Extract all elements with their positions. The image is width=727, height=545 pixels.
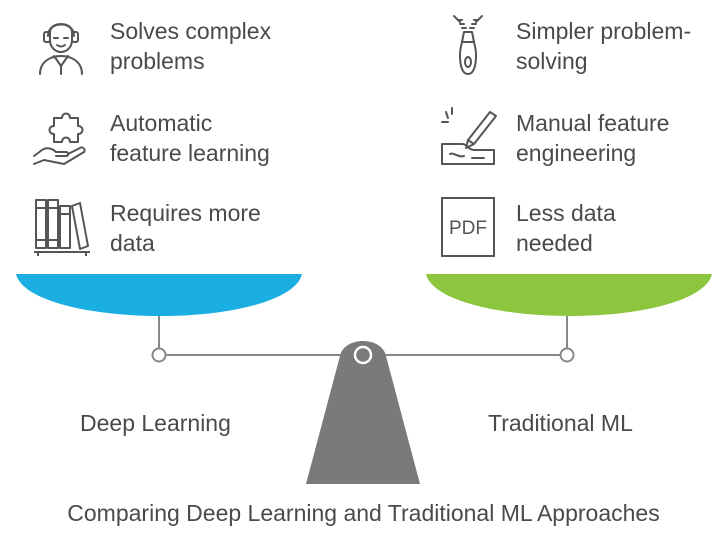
right-item-2-text: Manual feature engineering [516,108,669,168]
left-item-3-text: Requires more data [110,198,261,258]
fulcrum [306,341,420,484]
left-item-1-line1: Solves complex [110,18,272,44]
left-item-2-line2: feature learning [110,140,270,166]
diagram-caption: Comparing Deep Learning and Traditional … [67,500,660,526]
right-item-3-text: Less data needed [516,198,616,258]
right-item-1-line2: solving [516,48,588,74]
carving-tool-icon [441,107,497,165]
right-item-2-line2: engineering [516,140,637,166]
pdf-icon-label: PDF [449,218,487,239]
left-pan [16,274,302,316]
pdf-icon: PDF [441,197,495,257]
puzzle-hand-icon [33,112,86,165]
deep-learning-label: Deep Learning [80,410,231,436]
right-item-3-line1: Less data [516,200,616,226]
left-item-1-line2: problems [110,48,205,74]
right-pan [426,274,712,316]
right-item-2-line1: Manual feature [516,110,670,136]
right-item-3-line2: needed [516,230,593,256]
person-headset-icon [39,23,83,75]
left-item-1-text: Solves complex problems [110,16,271,76]
left-item-2-text: Automatic feature learning [110,108,270,168]
left-item-2-line1: Automatic [110,110,213,136]
right-item-1-line1: Simpler problem- [516,18,692,44]
left-item-3-line2: data [110,230,155,256]
books-icon [34,199,90,256]
traditional-ml-label: Traditional ML [488,410,633,436]
balance-scale [16,274,712,484]
left-item-3-line1: Requires more [110,200,261,226]
zipper-icon [453,15,483,75]
right-item-1-text: Simpler problem- solving [516,16,691,76]
